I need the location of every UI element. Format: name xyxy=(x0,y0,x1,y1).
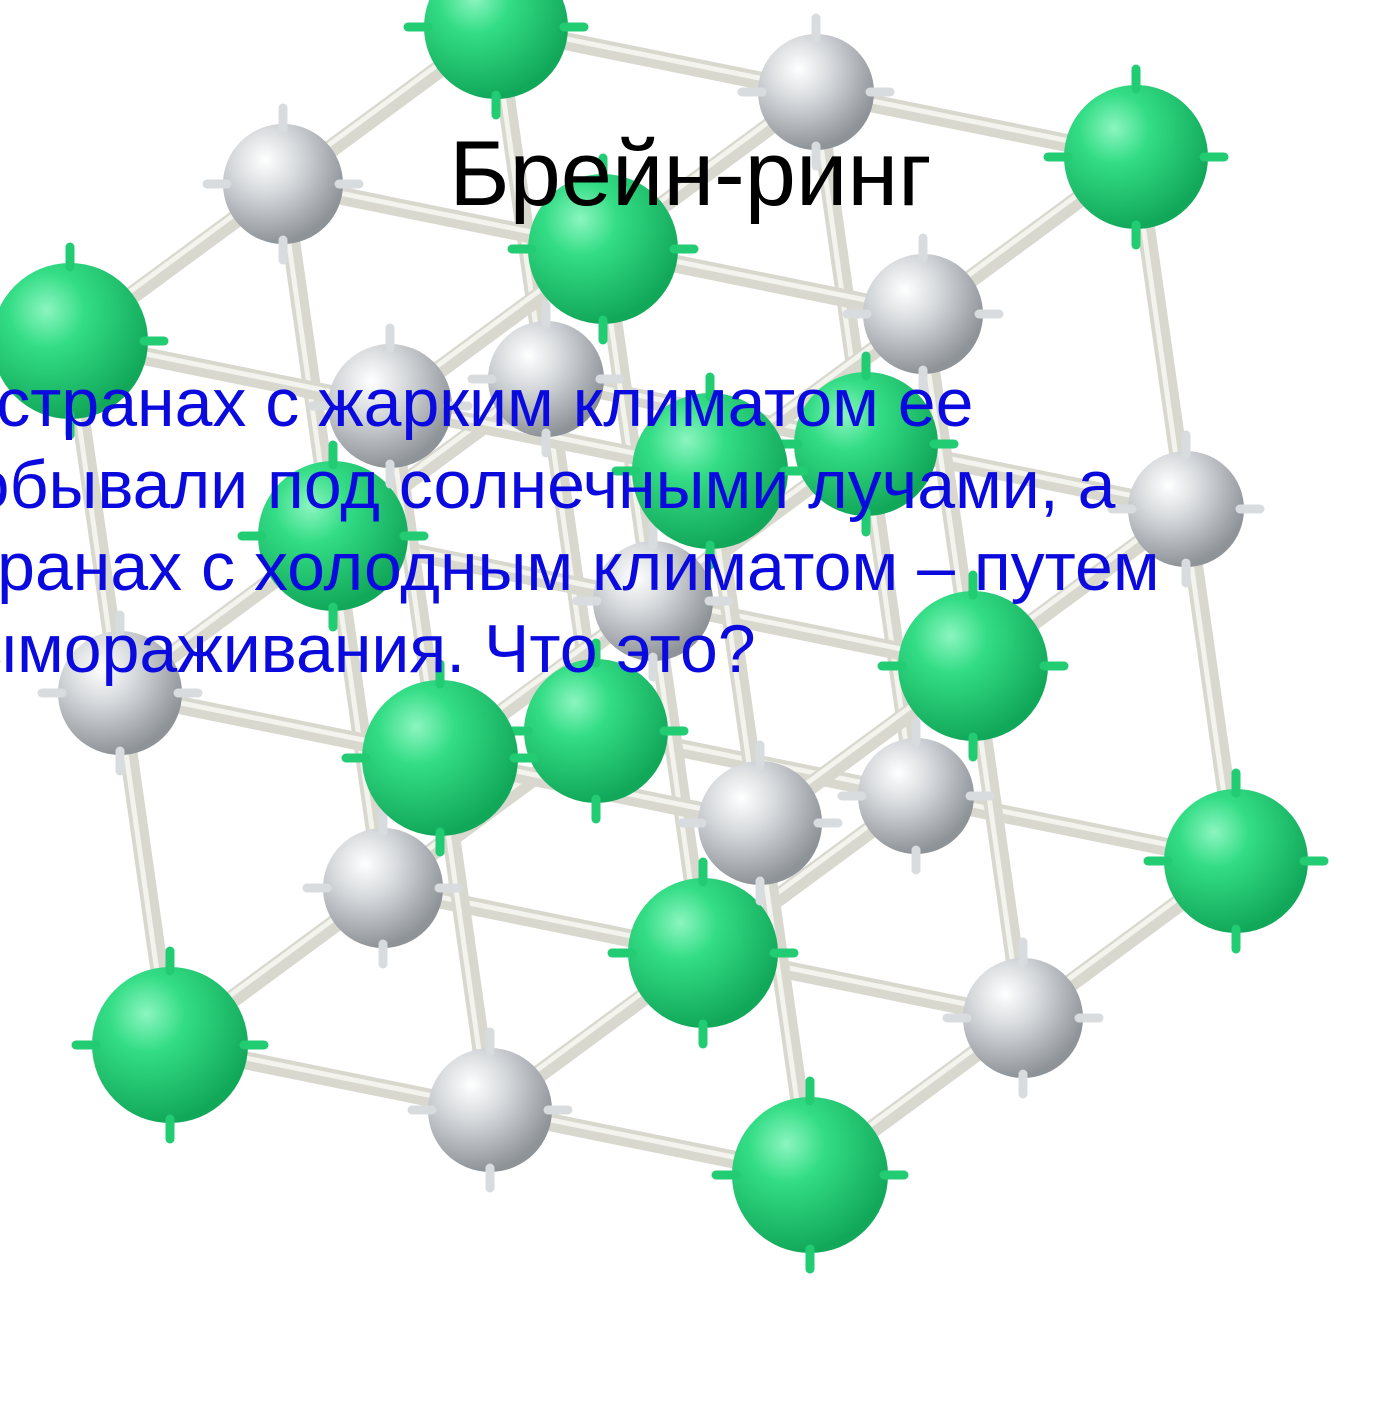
sodium-ball xyxy=(1064,85,1208,229)
sodium-ball xyxy=(528,174,678,324)
question-line-4: вымораживания. Что это? xyxy=(0,611,756,687)
sodium-ball xyxy=(628,878,778,1028)
question-line-1: В странах с жарким климатом ее xyxy=(0,365,974,441)
sodium-ball xyxy=(362,680,518,836)
chlorine-ball xyxy=(963,958,1083,1078)
chlorine-ball xyxy=(858,738,974,854)
question-text: В странах с жарким климатом ее добывали … xyxy=(0,362,1160,690)
lattice-balls xyxy=(0,0,1329,1274)
sodium-ball xyxy=(898,591,1048,741)
chlorine-ball xyxy=(593,541,713,661)
sodium-ball xyxy=(632,393,788,549)
chlorine-ball xyxy=(1128,451,1244,567)
sodium-ball xyxy=(1164,789,1308,933)
question-line-2: добывали под солнечными лучами, а xyxy=(0,447,1116,523)
chlorine-ball xyxy=(58,631,182,755)
sodium-ball xyxy=(258,461,408,611)
chlorine-ball xyxy=(323,828,443,948)
slide-title: Брейн-ринг xyxy=(449,123,932,225)
chlorine-ball xyxy=(223,124,343,244)
chlorine-ball xyxy=(328,344,452,468)
chlorine-ball xyxy=(863,254,983,374)
sodium-ball xyxy=(732,1097,888,1253)
chlorine-ball xyxy=(698,761,822,885)
chlorine-ball xyxy=(758,34,874,150)
sodium-ball xyxy=(524,659,668,803)
sodium-ball xyxy=(794,372,938,516)
chlorine-ball xyxy=(428,1048,552,1172)
chlorine-ball xyxy=(488,321,604,437)
sodium-ball xyxy=(424,0,568,99)
sodium-ball xyxy=(92,967,248,1123)
question-line-3: странах с холодным климатом – путем xyxy=(0,529,1160,605)
sodium-ball xyxy=(0,263,148,419)
